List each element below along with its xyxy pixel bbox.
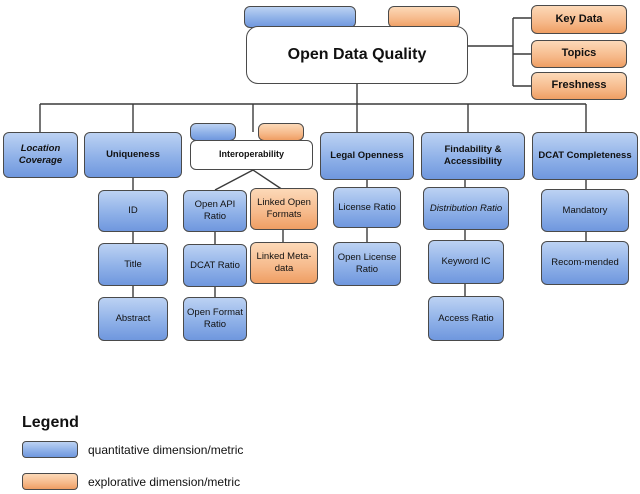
metric-title-label: Title xyxy=(124,258,142,270)
metric-open-license-ratio-label: Open License Ratio xyxy=(337,252,397,275)
page-title: Open Data Quality xyxy=(287,46,427,63)
root-quantitative-tab xyxy=(244,6,356,28)
metric-open-format-ratio: Open Format Ratio xyxy=(183,297,247,341)
metric-keyword-ic: Keyword IC xyxy=(428,240,504,284)
metric-linked-open-formats: Linked Open Formats xyxy=(250,188,318,230)
interoperability-label: Interoperability xyxy=(218,149,284,160)
legend-explorative-swatch xyxy=(22,473,78,490)
metric-open-api-ratio: Open API Ratio xyxy=(183,190,247,232)
uniqueness-label: Uniqueness xyxy=(106,149,160,161)
legend-title: Legend xyxy=(22,414,79,431)
uniqueness-node: Uniqueness xyxy=(84,132,182,178)
metric-id-label: ID xyxy=(128,205,138,217)
metric-keyword-ic-label: Keyword IC xyxy=(441,256,491,268)
metric-mandatory-label: Mandatory xyxy=(562,204,608,216)
metric-open-api-ratio-label: Open API Ratio xyxy=(194,199,236,222)
interoperability-node: Interoperability xyxy=(190,140,313,170)
key-data-node: Key Data xyxy=(531,5,627,34)
metric-open-format-ratio-label: Open Format Ratio xyxy=(187,307,243,330)
metric-mandatory: Mandatory xyxy=(541,189,629,232)
root-explorative-tab xyxy=(388,6,460,28)
root-node: Open Data Quality xyxy=(246,26,468,84)
metric-dcat-ratio: DCAT Ratio xyxy=(183,244,247,287)
metric-license-ratio: License Ratio xyxy=(333,187,401,228)
legal-openness-node: Legal Openness xyxy=(320,132,414,180)
freshness-label: Freshness xyxy=(551,79,607,92)
legend-explorative-label: explorative dimension/metric xyxy=(88,475,241,489)
metric-distribution-ratio-label: Distribution Ratio xyxy=(429,202,503,214)
legal-openness-label: Legal Openness xyxy=(330,150,404,162)
interop-explorative-tab xyxy=(258,123,304,141)
topics-node: Topics xyxy=(531,40,627,68)
dcat-completeness-node: DCAT Completeness xyxy=(532,132,638,180)
findability-node: Findability & Accessibility xyxy=(421,132,525,180)
metric-title: Title xyxy=(98,243,168,286)
metric-open-license-ratio: Open License Ratio xyxy=(333,242,401,286)
metric-access-ratio-label: Access Ratio xyxy=(438,312,494,324)
dcat-completeness-label: DCAT Completeness xyxy=(538,150,632,162)
metric-access-ratio: Access Ratio xyxy=(428,296,504,341)
topics-label: Topics xyxy=(561,47,597,60)
metric-recommended-label: Recom-mended xyxy=(551,257,619,269)
metric-dcat-ratio-label: DCAT Ratio xyxy=(190,259,240,271)
metric-id: ID xyxy=(98,190,168,232)
metric-abstract: Abstract xyxy=(98,297,168,341)
freshness-node: Freshness xyxy=(531,72,627,100)
legend-quantitative-label: quantitative dimension/metric xyxy=(88,443,244,457)
key-data-label: Key Data xyxy=(555,12,603,25)
findability-label: Findability & Accessibility xyxy=(443,144,503,167)
metric-abstract-label: Abstract xyxy=(115,313,151,325)
location-coverage-node: Location Coverage xyxy=(3,132,78,178)
interop-quantitative-tab xyxy=(190,123,236,141)
metric-linked-open-formats-label: Linked Open Formats xyxy=(257,197,311,220)
metric-distribution-ratio: Distribution Ratio xyxy=(423,187,509,230)
metric-linked-metadata: Linked Meta-data xyxy=(250,242,318,284)
metric-recommended: Recom-mended xyxy=(541,241,629,285)
legend-quantitative-swatch xyxy=(22,441,78,458)
location-coverage-label: Location Coverage xyxy=(18,143,63,166)
metric-linked-metadata-label: Linked Meta-data xyxy=(256,251,312,274)
metric-license-ratio-label: License Ratio xyxy=(338,201,396,213)
